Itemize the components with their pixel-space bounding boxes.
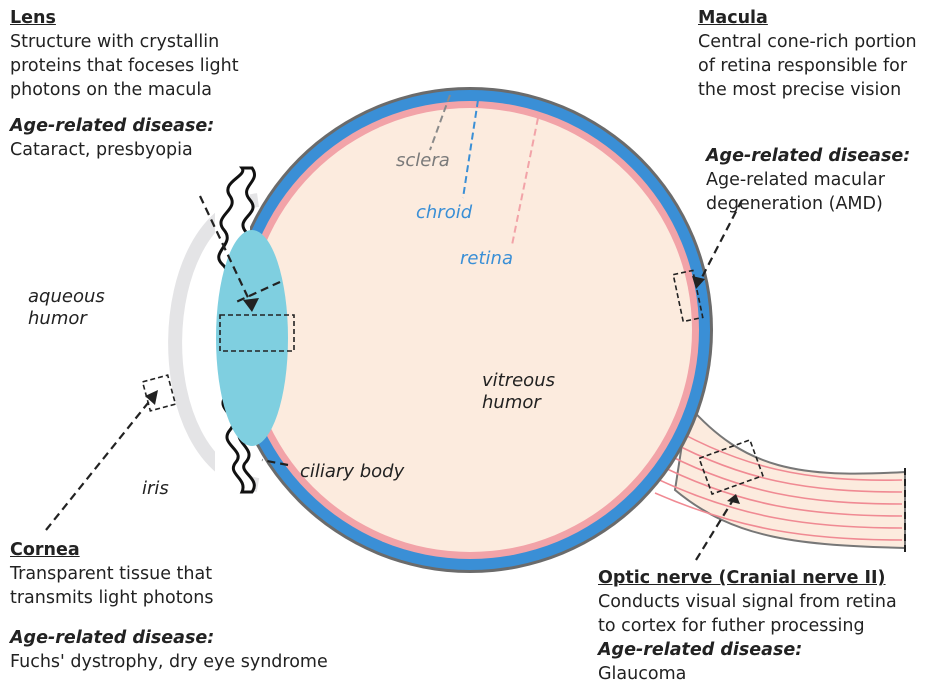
lens-disease: Cataract, presbyopia <box>10 138 239 162</box>
lens-title: Lens <box>10 6 239 30</box>
retina-label: retina <box>460 248 513 270</box>
macula-disease-label: Age-related disease: <box>706 144 910 168</box>
sclera-label: sclera <box>396 150 450 172</box>
cornea-disease: Fuchs' dystrophy, dry eye syndrome <box>10 650 328 674</box>
vitreous-body <box>248 108 692 552</box>
macula-desc-line1: Central cone-rich portion <box>698 30 917 54</box>
lens-desc-line3: photons on the macula <box>10 78 239 102</box>
vitreous-humor-line1: vitreous <box>482 370 555 392</box>
ciliary-body-label: ciliary body <box>300 461 404 483</box>
aqueous-humor-line2: humor <box>28 308 105 330</box>
macula-desc-line3: the most precise vision <box>698 78 917 102</box>
lens-desc-line1: Structure with crystallin <box>10 30 239 54</box>
macula-disease-line2: degeneration (AMD) <box>706 192 910 216</box>
aqueous-humor-line1: aqueous <box>28 286 105 308</box>
lens-desc-line2: proteins that foceses light <box>10 54 239 78</box>
optic-nerve-annotation: Optic nerve (Cranial nerve II) Conducts … <box>598 566 897 686</box>
optic-nerve-desc-line1: Conducts visual signal from retina <box>598 590 897 614</box>
macula-title: Macula <box>698 6 917 30</box>
macula-disease-line1: Age-related macular <box>706 168 910 192</box>
optic-nerve-shape <box>675 405 905 548</box>
lens-annotation: Lens Structure with crystallin proteins … <box>10 6 239 162</box>
lens-shape <box>216 230 288 446</box>
cornea-highlight-box <box>143 375 176 411</box>
macula-annotation: Macula Central cone-rich portion of reti… <box>698 6 917 102</box>
cornea-desc-line1: Transparent tissue that <box>10 562 328 586</box>
iris-label: iris <box>142 478 169 500</box>
optic-nerve-disease-label: Age-related disease: <box>598 638 897 662</box>
optic-nerve-title: Optic nerve (Cranial nerve II) <box>598 566 897 590</box>
aqueous-humor-label: aqueous humor <box>28 286 105 330</box>
optic-nerve-desc-line2: to cortex for futher processing <box>598 614 897 638</box>
macula-desc-line2: of retina responsible for <box>698 54 917 78</box>
optic-nerve-disease: Glaucoma <box>598 662 897 686</box>
vitreous-humor-label: vitreous humor <box>482 370 555 414</box>
vitreous-humor-line2: humor <box>482 392 555 414</box>
cornea-title: Cornea <box>10 538 328 562</box>
choroid-label: chroid <box>416 202 472 224</box>
cornea-annotation: Cornea Transparent tissue that transmits… <box>10 538 328 674</box>
cornea-desc-line2: transmits light photons <box>10 586 328 610</box>
macula-disease-block: Age-related disease: Age-related macular… <box>706 144 910 216</box>
cornea-disease-label: Age-related disease: <box>10 626 328 650</box>
lens-disease-label: Age-related disease: <box>10 114 239 138</box>
